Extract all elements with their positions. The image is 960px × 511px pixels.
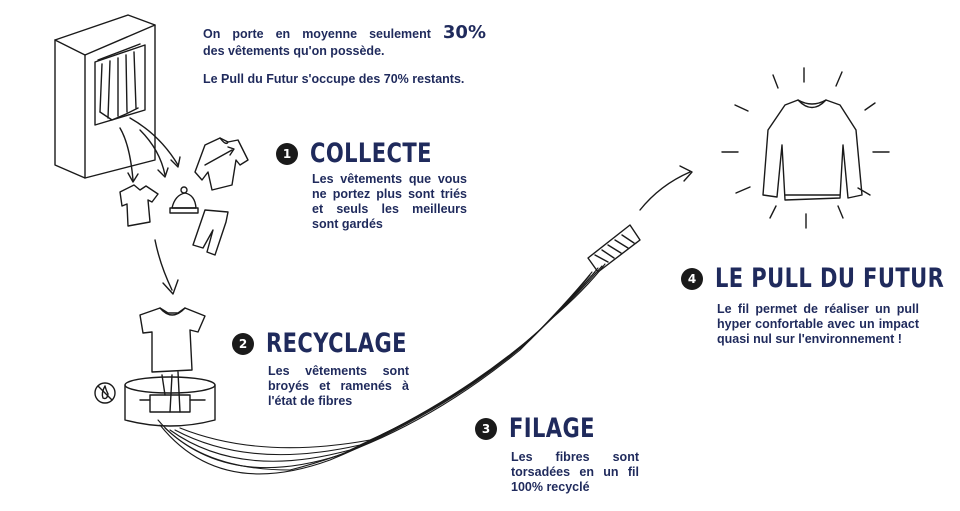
intro-line-1-text: On porte en moyenne seulement	[203, 27, 431, 41]
step-3-text: Les fibres sont torsadées en un fil 100%…	[511, 450, 639, 494]
arrow-1-icon	[129, 117, 179, 166]
step-2-number: 2	[232, 332, 254, 355]
step-1-text: Les vêtements que vous ne portez plus so…	[312, 172, 467, 231]
step-2-heading: 2 RECYCLAGE	[232, 328, 447, 359]
step-4-text: Le fil permet de réaliser un pull hyper …	[717, 302, 919, 346]
intro-line-2: des vêtements qu'on possède.	[203, 44, 385, 58]
rays-icon	[721, 67, 890, 229]
pull-icon	[762, 99, 863, 201]
tshirt-icon	[119, 184, 159, 227]
arrow-down-icon	[154, 239, 173, 291]
step-4-title: LE PULL DU FUTUR	[715, 263, 945, 294]
step-3-number: 3	[475, 417, 497, 440]
trousers-icon	[192, 209, 229, 256]
fibers-icon	[157, 263, 606, 475]
shredder-icon	[124, 371, 216, 427]
step-4-number: 4	[681, 267, 703, 290]
arrow-up-icon	[639, 171, 691, 211]
step-3-title: FILAGE	[509, 413, 595, 444]
intro-line-3: Le Pull du Futur s'occupe des 70% restan…	[203, 72, 465, 86]
step-4-heading: 4 LE PULL DU FUTUR	[681, 263, 960, 294]
wardrobe-icon	[54, 14, 156, 179]
intro-line-1: On porte en moyenne seulement 30%	[203, 22, 486, 43]
no-water-icon	[94, 382, 116, 404]
arrow-2-icon	[119, 127, 134, 181]
sweater-icon	[194, 137, 249, 191]
step-1-title: COLLECTE	[310, 138, 432, 169]
beanie-icon	[169, 186, 199, 214]
step-1-heading: 1 COLLECTE	[276, 138, 466, 169]
recycle-tshirt-icon	[139, 307, 206, 373]
step-2-text: Les vêtements sont broyés et ramenés à l…	[268, 364, 409, 408]
step-1-number: 1	[276, 142, 298, 165]
spindle-icon	[587, 224, 641, 273]
step-3-heading: 3 FILAGE	[475, 413, 619, 444]
intro-highlight: 30%	[442, 22, 486, 43]
step-2-title: RECYCLAGE	[266, 328, 407, 359]
